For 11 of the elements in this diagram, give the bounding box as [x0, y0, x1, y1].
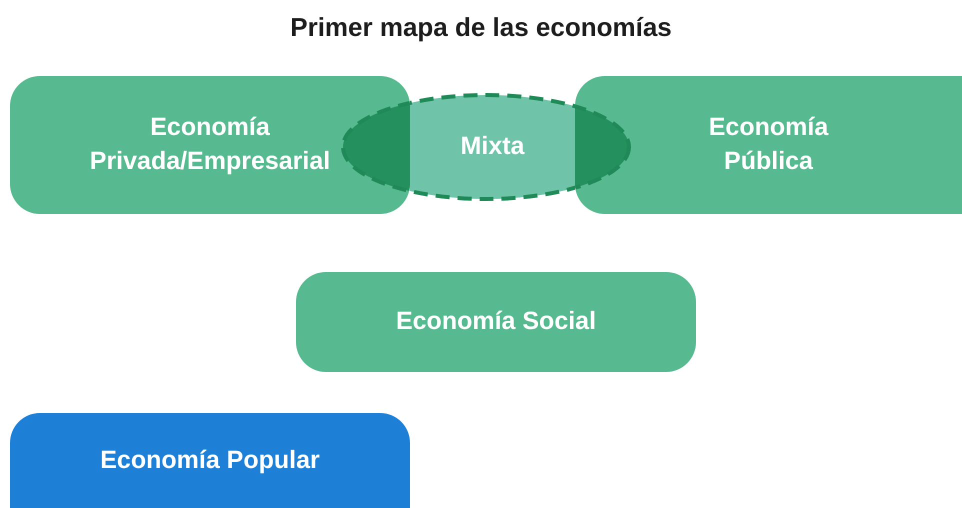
overlap-ellipse: [410, 92, 575, 202]
sector-box: [10, 76, 410, 214]
title: Primer mapa de las economías: [289, 12, 673, 43]
node-label: Economía Pública: [708, 112, 830, 177]
sector-box: [296, 272, 696, 372]
node-label: Mixta: [460, 131, 524, 162]
sector-box: [10, 413, 410, 508]
node-label: Economía Privada/Empresarial: [88, 112, 332, 177]
sector-box: [575, 76, 962, 214]
node-label: Economía Social: [396, 306, 596, 338]
node-label: Economía Popular: [100, 444, 320, 476]
